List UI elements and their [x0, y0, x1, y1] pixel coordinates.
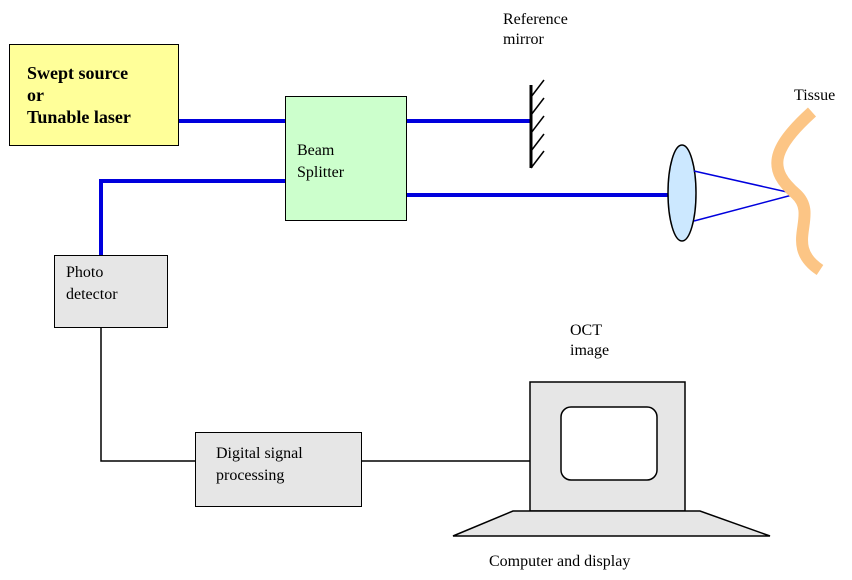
laser-label-line2: or: [27, 85, 44, 105]
reference-mirror-label-line2: mirror: [503, 31, 544, 48]
reference-mirror-label: Reference mirror: [503, 10, 568, 50]
fiber-splitter-to-detector: [99, 179, 285, 255]
keyboard-base: [452, 510, 771, 537]
oct-image-label: OCT image: [570, 321, 609, 361]
computer-display: [452, 381, 771, 537]
tissue-shape: [771, 107, 824, 276]
reference-mirror-label-line1: Reference: [503, 11, 568, 28]
laser-label-line3: Tunable laser: [27, 107, 131, 127]
beam-splitter-box: Beam Splitter: [285, 96, 407, 221]
photo-detector-box: Photo detector: [54, 255, 168, 328]
oct-label-line2: image: [570, 342, 610, 359]
oct-label-line1: OCT: [570, 322, 602, 339]
dsp-label-line2: processing: [216, 467, 285, 484]
splitter-label-line2: Splitter: [297, 164, 345, 181]
laser-label-line1: Swept source: [27, 63, 129, 83]
screen: [560, 406, 658, 481]
computer-display-label: Computer and display: [489, 553, 631, 570]
reference-mirror: [529, 79, 545, 169]
lens: [667, 144, 697, 242]
dsp-box: Digital signal processing: [195, 432, 362, 507]
swept-source-box: Swept source or Tunable laser: [9, 44, 179, 146]
splitter-label-line1: Beam: [297, 142, 335, 159]
wire-detector-to-dsp: [100, 328, 195, 462]
tissue-label: Tissue: [794, 87, 836, 104]
detector-label-line1: Photo: [66, 264, 104, 281]
dsp-label-line1: Digital signal: [216, 445, 303, 462]
detector-label-line2: detector: [66, 286, 118, 303]
